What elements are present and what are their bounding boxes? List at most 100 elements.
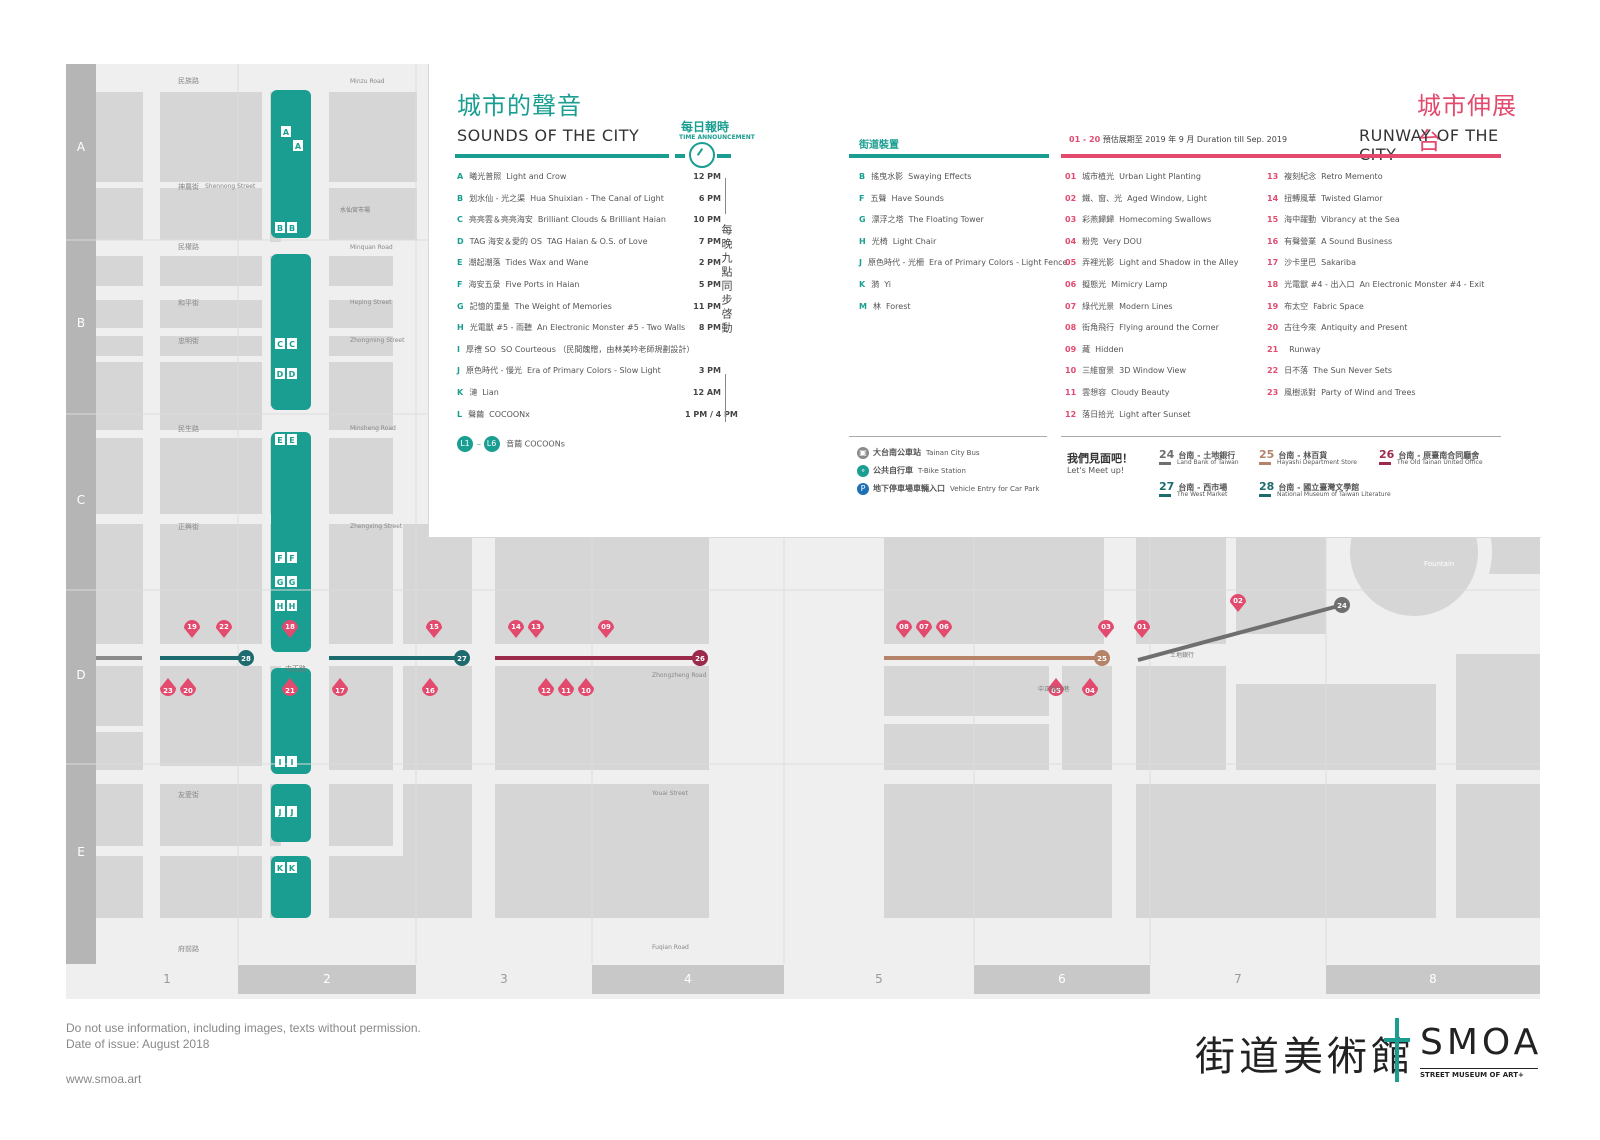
artwork-pin-22[interactable]: 22 [216, 620, 232, 638]
artwork-pin-20[interactable]: 20 [180, 678, 196, 696]
artwork-pin-07[interactable]: 07 [916, 620, 932, 638]
artwork-pin-02[interactable]: 02 [1230, 594, 1246, 612]
sounds-location-i[interactable]: I [275, 756, 285, 767]
sounds-location-letter: G [289, 578, 296, 587]
zhongzheng-lane-label: 中正路20巷 [1038, 686, 1070, 693]
artwork-pin-17[interactable]: 17 [332, 678, 348, 696]
meet-marker-circle [238, 650, 254, 666]
sounds-time: 7 PM [698, 236, 721, 246]
pin-shape [282, 678, 298, 696]
street-code: B [859, 172, 866, 181]
sounds-location-h[interactable]: H [287, 600, 297, 611]
meet-marker-28[interactable]: 28 [238, 650, 254, 666]
runway-num: 07 [1065, 301, 1077, 311]
bus-icon: ▣ [857, 446, 869, 459]
sounds-location-a[interactable]: A [293, 140, 303, 151]
artwork-pin-13[interactable]: 13 [528, 620, 544, 638]
sounds-location-k[interactable]: K [275, 862, 285, 873]
row-label-column [66, 64, 96, 964]
sounds-location-h[interactable]: H [275, 600, 285, 611]
street-name-zh: 搖曳水影 [871, 172, 904, 181]
sounds-location-f[interactable]: F [287, 552, 297, 563]
artwork-pin-08[interactable]: 08 [896, 620, 912, 638]
sounds-name-zh: 厚禮 SO [465, 344, 496, 354]
runway-underline [1061, 154, 1501, 158]
sounds-location-box [275, 368, 285, 379]
artwork-pin-21[interactable]: 21 [282, 678, 298, 696]
artwork-pin-19[interactable]: 19 [184, 620, 200, 638]
meet-name-en: Land Bank of Taiwan [1177, 459, 1239, 466]
artwork-pin-12[interactable]: 12 [538, 678, 554, 696]
sounds-location-d[interactable]: D [275, 368, 285, 379]
artwork-pin-14[interactable]: 14 [508, 620, 524, 638]
sounds-location-d[interactable]: D [287, 368, 297, 379]
artwork-pin-23[interactable]: 23 [160, 678, 176, 696]
sounds-code: H [457, 323, 464, 333]
sounds-location-g[interactable]: G [287, 576, 297, 587]
sounds-location-c[interactable]: C [287, 338, 297, 349]
artwork-pin-15[interactable]: 15 [426, 620, 442, 638]
runway-name-en: Cloudy Beauty [1111, 388, 1170, 397]
sounds-location-c[interactable]: C [275, 338, 285, 349]
artwork-pin-18[interactable]: 18 [282, 620, 298, 638]
sounds-location-a[interactable]: A [281, 126, 291, 137]
sounds-location-e[interactable]: E [287, 434, 297, 445]
artwork-pin-05[interactable]: 05 [1048, 678, 1064, 696]
sounds-location-b[interactable]: B [275, 222, 285, 233]
artwork-pin-11[interactable]: 11 [558, 678, 574, 696]
meet-marker-circle [1334, 597, 1350, 613]
artwork-pin-10[interactable]: 10 [578, 678, 594, 696]
sounds-location-j[interactable]: J [287, 806, 297, 817]
sounds-location-i[interactable]: I [287, 756, 297, 767]
sounds-location-k[interactable]: K [287, 862, 297, 873]
sounds-time: 10 PM [693, 215, 721, 225]
runway-name-zh: 三維窗景 [1082, 366, 1115, 376]
runway-name-zh: 布太空 [1284, 301, 1309, 311]
sounds-location-f[interactable]: F [275, 552, 285, 563]
artwork-pin-09[interactable]: 09 [598, 620, 614, 638]
meet-color-bar [1379, 462, 1391, 465]
meet-marker-27[interactable]: 27 [454, 650, 470, 666]
sounds-location-g[interactable]: G [275, 576, 285, 587]
pin-shape [528, 620, 544, 638]
artwork-pin-06[interactable]: 06 [936, 620, 952, 638]
sounds-location-box [287, 756, 297, 767]
sounds-location-b[interactable]: B [287, 222, 297, 233]
sounds-location-j[interactable]: J [275, 806, 285, 817]
meet-marker-24[interactable]: 24 [1334, 597, 1350, 613]
footer-url[interactable]: www.smoa.art [66, 1072, 142, 1086]
meet-marker-25[interactable]: 25 [1094, 650, 1110, 666]
artwork-pin-16[interactable]: 16 [422, 678, 438, 696]
runway-num: 01 [1065, 172, 1077, 181]
sounds-location-letter: J [290, 808, 294, 817]
runway-num: 15 [1267, 215, 1279, 225]
runway-duration: 01 - 20 預估展期至 2019 年 9 月 Duration till S… [1069, 134, 1287, 145]
artwork-pin-01[interactable]: 01 [1134, 620, 1150, 638]
runway-name-en: Flying around the Corner [1119, 323, 1219, 333]
street-label-minquan: 民權路 [178, 243, 199, 251]
sounds-name-en: Brilliant Clouds & Brilliant Haian [537, 215, 666, 225]
meet-marker-26[interactable]: 26 [692, 650, 708, 666]
sounds-name-en: Era of Primary Colors - Slow Light [526, 366, 661, 376]
sounds-name-en: SO Courteous （民間餽贈，由林美吟老師規劃設計） [500, 344, 695, 354]
col-label-3: 3 [416, 965, 592, 994]
artwork-pin-03[interactable]: 03 [1098, 620, 1114, 638]
street-name-zh: 漂浮之塔 [871, 215, 904, 225]
sounds-location-box [275, 756, 285, 767]
sounds-location-box [275, 600, 285, 611]
street-code: G [859, 215, 866, 225]
street-label-fuqian-en: Fuqian Road [652, 944, 689, 951]
row-label-d: D [76, 668, 86, 682]
sounds-location-e[interactable]: E [275, 434, 285, 445]
runway-name-zh: 藏 [1082, 344, 1091, 354]
sounds-location-box [287, 368, 297, 379]
street-name-en: Swaying Effects [908, 172, 972, 181]
artwork-pin-04[interactable]: 04 [1082, 678, 1098, 696]
